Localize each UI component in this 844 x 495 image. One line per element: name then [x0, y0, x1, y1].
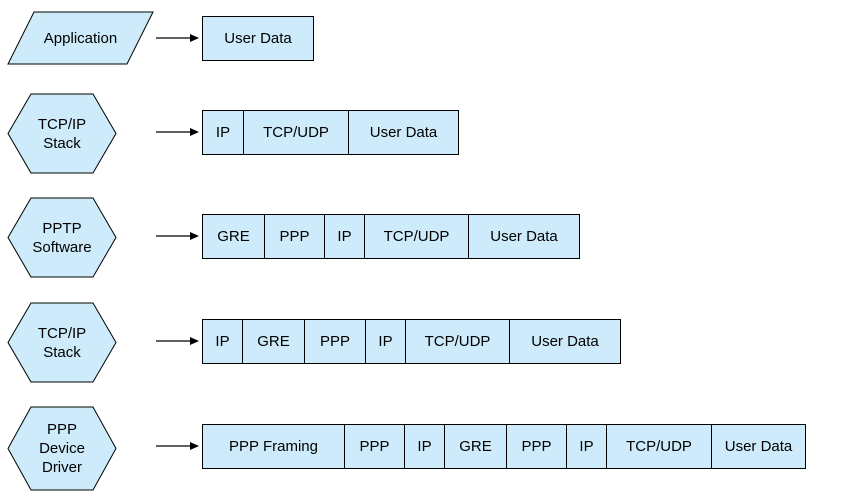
packet-field: IP — [405, 425, 445, 468]
packet-field: TCP/UDP — [607, 425, 712, 468]
layer-label: TCP/IP Stack — [37, 115, 87, 152]
packet-field: TCP/UDP — [365, 215, 469, 258]
packet-field: TCP/UDP — [406, 320, 510, 363]
layer-shape-parallelogram: Application — [7, 11, 154, 65]
packet-field: GRE — [203, 215, 265, 258]
arrow-right-icon — [156, 440, 200, 452]
layer-shape-hexagon: PPTP Software — [7, 197, 117, 278]
layer-label: Application — [43, 29, 118, 47]
packet-field: User Data — [203, 17, 313, 60]
packet-field: GRE — [445, 425, 507, 468]
layer-shape-hexagon: TCP/IP Stack — [7, 302, 117, 383]
packet-field: TCP/UDP — [244, 111, 349, 154]
packet-field: User Data — [712, 425, 805, 468]
layer-shape-hexagon: TCP/IP Stack — [7, 93, 117, 174]
layer-label: TCP/IP Stack — [37, 324, 87, 361]
arrow-right-icon — [156, 32, 200, 44]
packet-field: PPP — [345, 425, 405, 468]
packet-field: PPP — [507, 425, 567, 468]
packet-field: User Data — [510, 320, 620, 363]
arrow-right-icon — [156, 335, 200, 347]
packet-field: User Data — [469, 215, 579, 258]
layer-label: PPP Device Driver — [39, 421, 85, 476]
packet-field: User Data — [349, 111, 458, 154]
layer-shape-hexagon: PPP Device Driver — [7, 406, 117, 491]
packet-field: PPP Framing — [203, 425, 345, 468]
packet-field: PPP — [265, 215, 325, 258]
packet-field: IP — [366, 320, 406, 363]
packet-field: GRE — [243, 320, 305, 363]
packet-strip: User Data — [202, 16, 314, 61]
packet-field: PPP — [305, 320, 366, 363]
packet-field: IP — [203, 111, 244, 154]
packet-field: IP — [567, 425, 607, 468]
layer-label: PPTP Software — [32, 219, 92, 256]
packet-field: IP — [203, 320, 243, 363]
arrow-right-icon — [156, 230, 200, 242]
arrow-right-icon — [156, 126, 200, 138]
packet-field: IP — [325, 215, 365, 258]
